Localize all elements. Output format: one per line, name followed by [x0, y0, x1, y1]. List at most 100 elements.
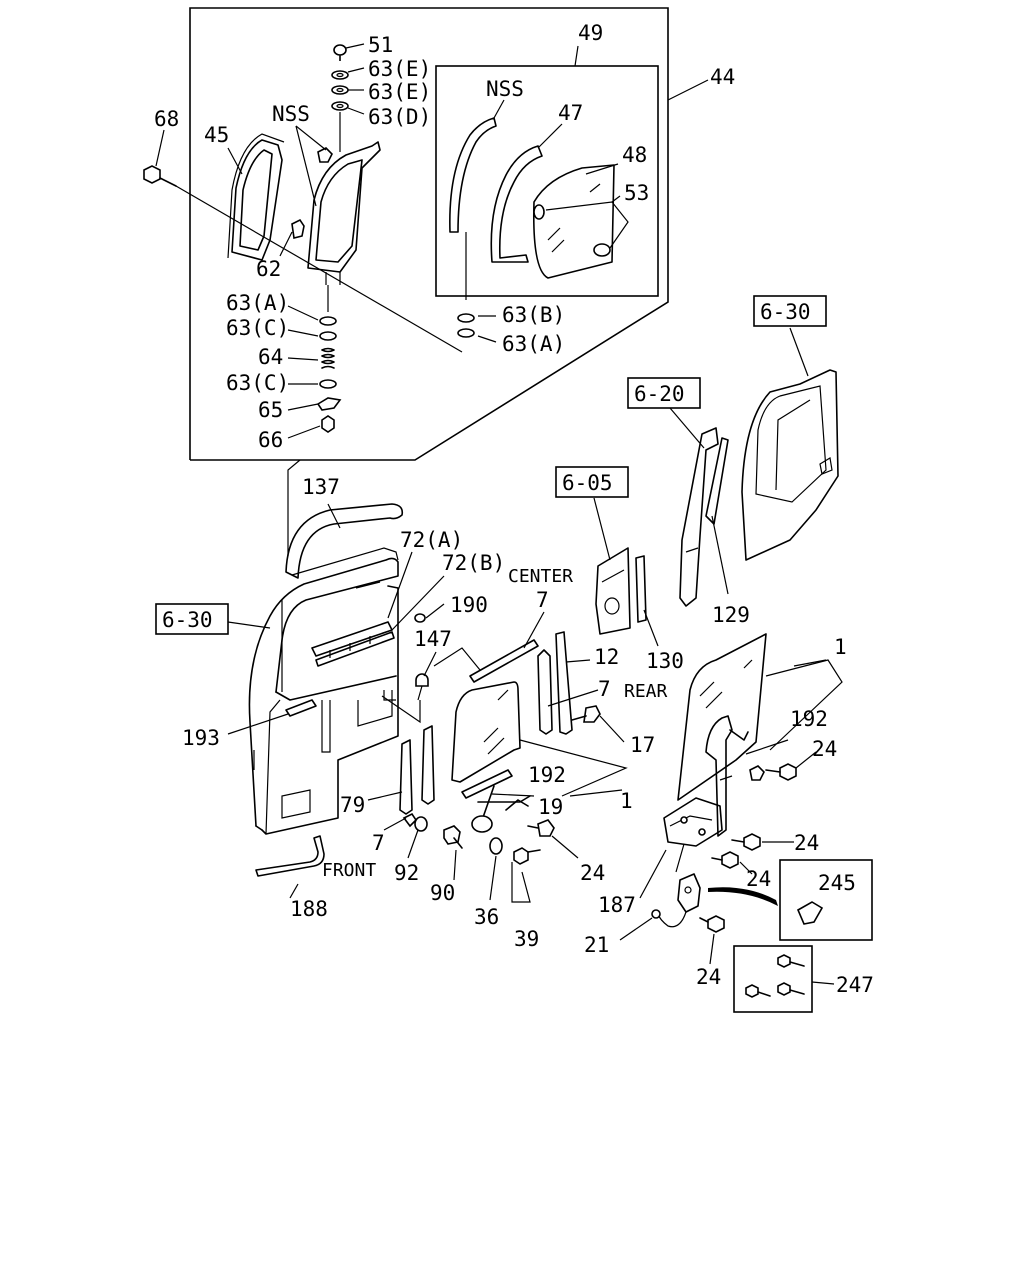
trim-188 [255, 835, 325, 899]
rear-channels [537, 631, 573, 735]
label-137: 137 [302, 475, 340, 499]
label-6-30-left: 6-30 [162, 608, 213, 632]
label-7-rear: 7 [598, 677, 611, 701]
label-44: 44 [710, 65, 735, 89]
ref-box-6-30-top [753, 295, 827, 327]
label-24-e: 24 [696, 965, 721, 989]
label-nss-2: NSS [486, 77, 524, 101]
label-1-center: 1 [620, 789, 633, 813]
label-192-center: 192 [528, 763, 566, 787]
label-62: 62 [256, 257, 281, 281]
label-188: 188 [290, 897, 328, 921]
top-hardware-stack [331, 44, 349, 152]
label-6-20: 6-20 [634, 382, 685, 406]
label-24-c: 24 [580, 861, 605, 885]
label-72a: 72(A) [400, 528, 463, 552]
label-147: 147 [414, 627, 452, 651]
label-7-front: 7 [372, 831, 385, 855]
box-247 [733, 945, 813, 1013]
leader-lines [155, 43, 835, 985]
regulator-right [663, 715, 749, 847]
label-65: 65 [258, 398, 283, 422]
label-64: 64 [258, 345, 283, 369]
callout-box-44 [189, 7, 709, 461]
bracket-39 [511, 862, 531, 903]
arrow-to-245 [708, 887, 778, 906]
label-24-a: 24 [812, 737, 837, 761]
label-49: 49 [578, 21, 603, 45]
ref-box-6-30-left [155, 603, 229, 635]
label-6-30-top: 6-30 [760, 300, 811, 324]
seal-frame-45 [227, 133, 285, 261]
label-nss-1: NSS [272, 102, 310, 126]
label-7-center: 7 [536, 588, 549, 612]
label-247: 247 [836, 973, 874, 997]
bolt-68 [143, 165, 463, 353]
label-63c-1: 63(C) [226, 316, 289, 340]
label-90: 90 [430, 881, 455, 905]
label-48: 48 [622, 143, 647, 167]
label-68: 68 [154, 107, 179, 131]
panel-6-05 [595, 547, 647, 635]
label-245: 245 [818, 871, 856, 895]
label-193: 193 [182, 726, 220, 750]
label-63e-1: 63(E) [368, 57, 431, 81]
door-glass-center [451, 681, 628, 797]
ref-box-6-20 [627, 377, 701, 409]
bolts-24 [699, 763, 797, 933]
pillar-6-20 [679, 427, 729, 607]
label-63a-2: 63(A) [502, 332, 565, 356]
label-24-d: 24 [746, 867, 771, 891]
label-63a-1: 63(A) [226, 291, 289, 315]
label-63d: 63(D) [368, 105, 431, 129]
label-66: 66 [258, 428, 283, 452]
front-door-panel [248, 503, 429, 835]
lower-fasteners [402, 812, 555, 865]
frame-nss [307, 141, 381, 285]
label-39: 39 [514, 927, 539, 951]
label-36: 36 [474, 905, 499, 929]
parts-in-box-49 [449, 117, 629, 300]
label-129: 129 [712, 603, 750, 627]
label-63e-2: 63(E) [368, 80, 431, 104]
label-6-05: 6-05 [562, 471, 613, 495]
label-187: 187 [598, 893, 636, 917]
label-17: 17 [630, 733, 655, 757]
motor-187 [651, 843, 701, 928]
center-channel-7 [469, 639, 539, 683]
label-center: CENTER [508, 566, 573, 587]
glass-right-1 [677, 633, 843, 801]
box-245 [779, 859, 873, 941]
label-92: 92 [394, 861, 419, 885]
label-21: 21 [584, 933, 609, 957]
lower-hardware-stack [316, 285, 342, 433]
label-72b: 72(B) [442, 551, 505, 575]
label-192-right: 192 [790, 707, 828, 731]
box-leader [287, 459, 301, 556]
label-190: 190 [450, 593, 488, 617]
label-53: 53 [624, 181, 649, 205]
label-47: 47 [558, 101, 583, 125]
label-12: 12 [594, 645, 619, 669]
label-51: 51 [368, 33, 393, 57]
label-rear: REAR [624, 681, 668, 702]
label-front: FRONT [322, 860, 376, 881]
label-19: 19 [538, 795, 563, 819]
ref-box-6-05 [555, 466, 629, 498]
bolt-17 [571, 705, 601, 723]
clip-62 [291, 218, 305, 239]
washers-63b-63a [457, 313, 475, 338]
label-63c-2: 63(C) [226, 371, 289, 395]
labels: 51 63(E) 63(E) 63(D) 49 44 68 45 NSS NSS… [154, 21, 874, 997]
label-130: 130 [646, 649, 684, 673]
label-24-b: 24 [794, 831, 819, 855]
label-63b: 63(B) [502, 303, 565, 327]
inner-box-49 [435, 45, 659, 297]
label-1-right: 1 [834, 635, 847, 659]
label-79: 79 [340, 793, 365, 817]
regulator-19 [461, 769, 531, 833]
label-45: 45 [204, 123, 229, 147]
rear-door-6-30 [741, 369, 839, 561]
front-channels [399, 725, 435, 815]
